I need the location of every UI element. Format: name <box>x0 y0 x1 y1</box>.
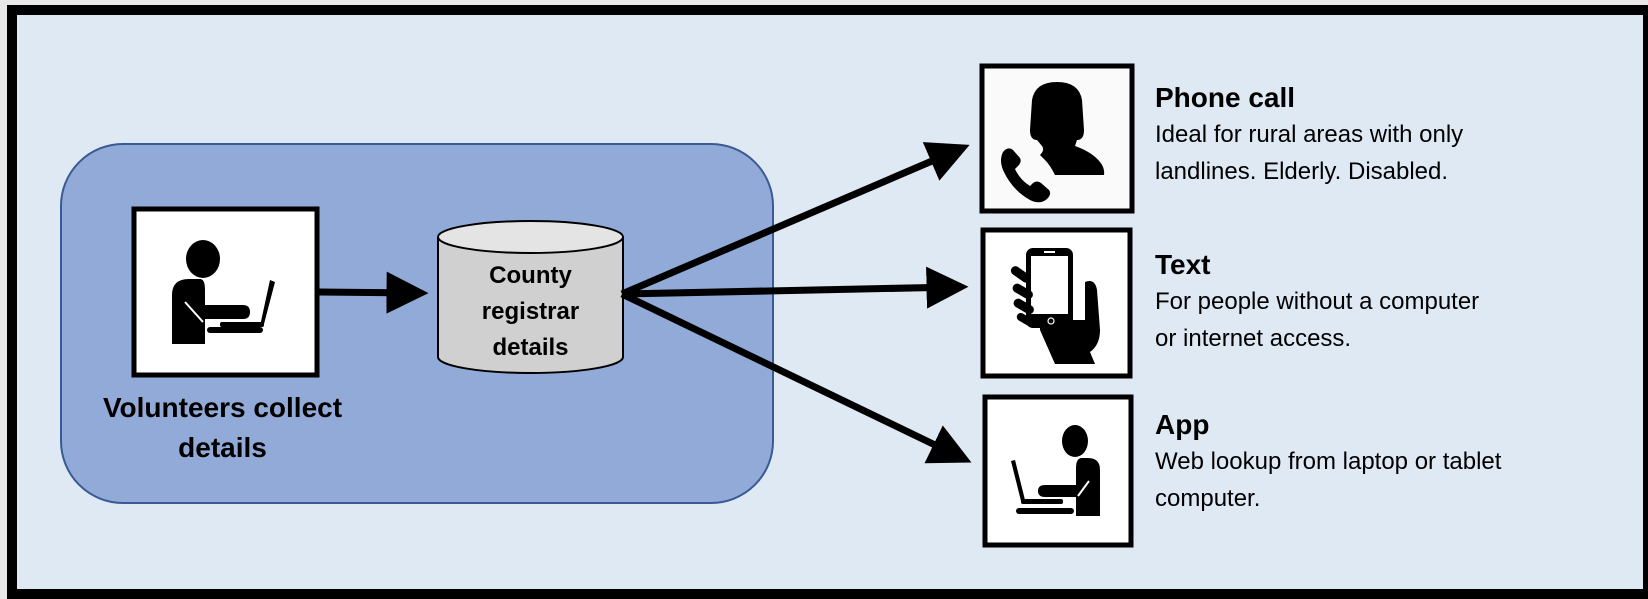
channel-phone-call: Phone call Ideal for rural areas with on… <box>1155 80 1463 190</box>
arrow-volunteers-to-database <box>318 271 429 314</box>
app-icon-box <box>982 394 1134 548</box>
volunteer-icon-box <box>131 206 320 378</box>
text-icon-box <box>980 227 1133 379</box>
channel-desc-line1: Web lookup from laptop or tablet <box>1155 448 1502 475</box>
person-at-laptop-icon <box>1011 425 1100 516</box>
county-registrar-database <box>437 220 624 374</box>
channel-desc-line1: Ideal for rural areas with only <box>1155 121 1464 148</box>
arrow-database-to-phone-call <box>620 142 970 298</box>
channel-desc-line2: computer. <box>1155 485 1261 512</box>
volunteers-label-line1: Volunteers collect <box>102 392 343 423</box>
volunteers-label: Volunteers collect details <box>80 388 365 468</box>
arrow-database-to-app <box>620 290 972 464</box>
hand-holding-phone-icon <box>1010 248 1100 364</box>
arrow-database-to-text <box>621 266 969 309</box>
database-label-line1: County <box>489 262 572 289</box>
woman-phone-icon <box>1001 82 1105 203</box>
volunteers-label-line2: details <box>178 432 267 463</box>
database-label-line3: details <box>492 334 569 361</box>
channel-title: Text <box>1155 249 1211 280</box>
database-label-line2: registrar <box>481 298 580 325</box>
channel-desc-line2: landlines. Elderly. Disabled. <box>1155 158 1449 185</box>
phone-call-icon-box <box>979 63 1135 214</box>
channel-desc-line1: For people without a computer <box>1155 288 1480 315</box>
channel-app: App Web lookup from laptop or tablet com… <box>1155 407 1501 517</box>
database-label: County registrar details <box>438 258 623 366</box>
channel-desc-line2: or internet access. <box>1155 325 1352 352</box>
person-at-laptop-icon <box>172 240 275 344</box>
channel-text: Text For people without a computer or in… <box>1155 247 1479 357</box>
channel-title: App <box>1155 409 1210 440</box>
channel-title: Phone call <box>1155 82 1296 113</box>
